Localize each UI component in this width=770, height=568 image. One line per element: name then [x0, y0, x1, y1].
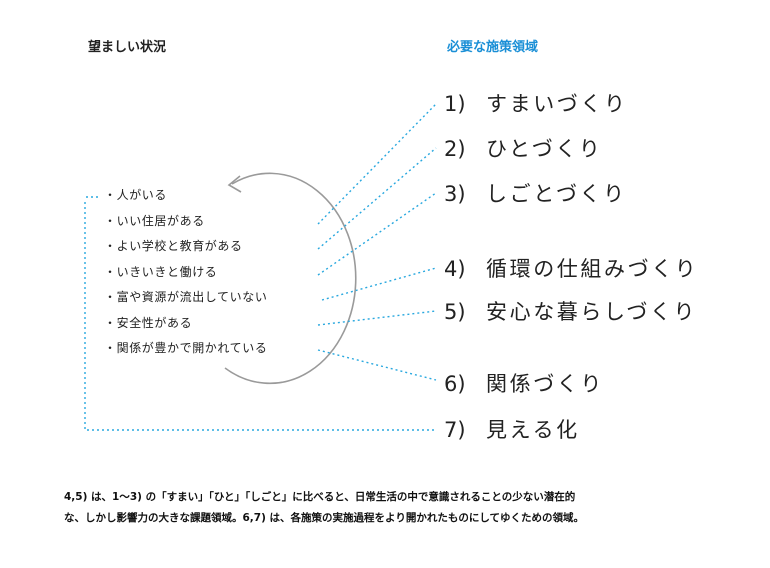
area-visualization: 7) 見える化: [444, 414, 580, 444]
cycle-arrowhead: [227, 175, 242, 193]
footnote-line: 4,5) は、1〜3) の「すまい」「ひと」「しごと」に比べると、日常生活の中で…: [64, 491, 576, 503]
condition-education: ・よい学校と教育がある: [104, 239, 243, 253]
connector-education-to-hito: [317, 147, 437, 250]
area-label: 安心な暮らしづくり: [486, 300, 698, 324]
area-number: 1): [444, 92, 466, 116]
connector-relations-to-kankei: [317, 349, 437, 381]
desirable-state-header: 望ましい状況: [88, 40, 167, 55]
area-number: 3): [444, 182, 466, 206]
connector-safety-to-anshin: [317, 310, 437, 326]
area-label: ひとづくり: [486, 137, 603, 161]
area-number: 5): [444, 300, 466, 324]
area-number: 2): [444, 137, 466, 161]
required-areas-header: 必要な施策領域: [447, 40, 539, 55]
condition-work: ・いきいきと働ける: [104, 264, 218, 279]
area-label: 見える化: [486, 418, 580, 442]
area-label: すまいづくり: [486, 92, 628, 116]
connector-work-to-shigoto: [317, 192, 437, 276]
condition-resources: ・富や資源が流出していない: [104, 290, 268, 304]
area-cycle-system: 4) 循環の仕組みづくり: [444, 253, 698, 283]
condition-housing: ・いい住居がある: [104, 213, 205, 228]
connector-resources-to-cycle: [321, 267, 437, 301]
footnote-line: な、しかし影響力の大きな課題領域。6,7) は、各施策の実施過程をより開かれたも…: [64, 512, 585, 524]
connector-housing-to-sumai: [317, 103, 437, 225]
connector-people-to-visualization: [84, 202, 434, 431]
area-housing: 1) すまいづくり: [444, 88, 628, 118]
condition-safety: ・安全性がある: [104, 315, 193, 330]
footnote: 4,5) は、1〜3) の「すまい」「ひと」「しごと」に比べると、日常生活の中で…: [64, 487, 744, 529]
area-label: しごとづくり: [486, 182, 627, 206]
circular-arrow-icon: [224, 172, 357, 385]
area-label: 循環の仕組みづくり: [486, 257, 699, 281]
area-safe-living: 5) 安心な暮らしづくり: [444, 296, 697, 326]
condition-relations: ・関係が豊かで開かれている: [104, 341, 268, 355]
area-number: 4): [444, 257, 466, 281]
area-work: 3) しごとづくり: [444, 178, 627, 208]
condition-people: ・人がいる: [104, 188, 168, 202]
cycle-arc: [224, 172, 357, 385]
area-number: 7): [444, 418, 466, 442]
area-relationships: 6) 関係づくり: [444, 368, 604, 398]
area-number: 6): [444, 372, 466, 396]
area-people: 2) ひとづくり: [444, 133, 603, 163]
area-label: 関係づくり: [486, 372, 604, 396]
